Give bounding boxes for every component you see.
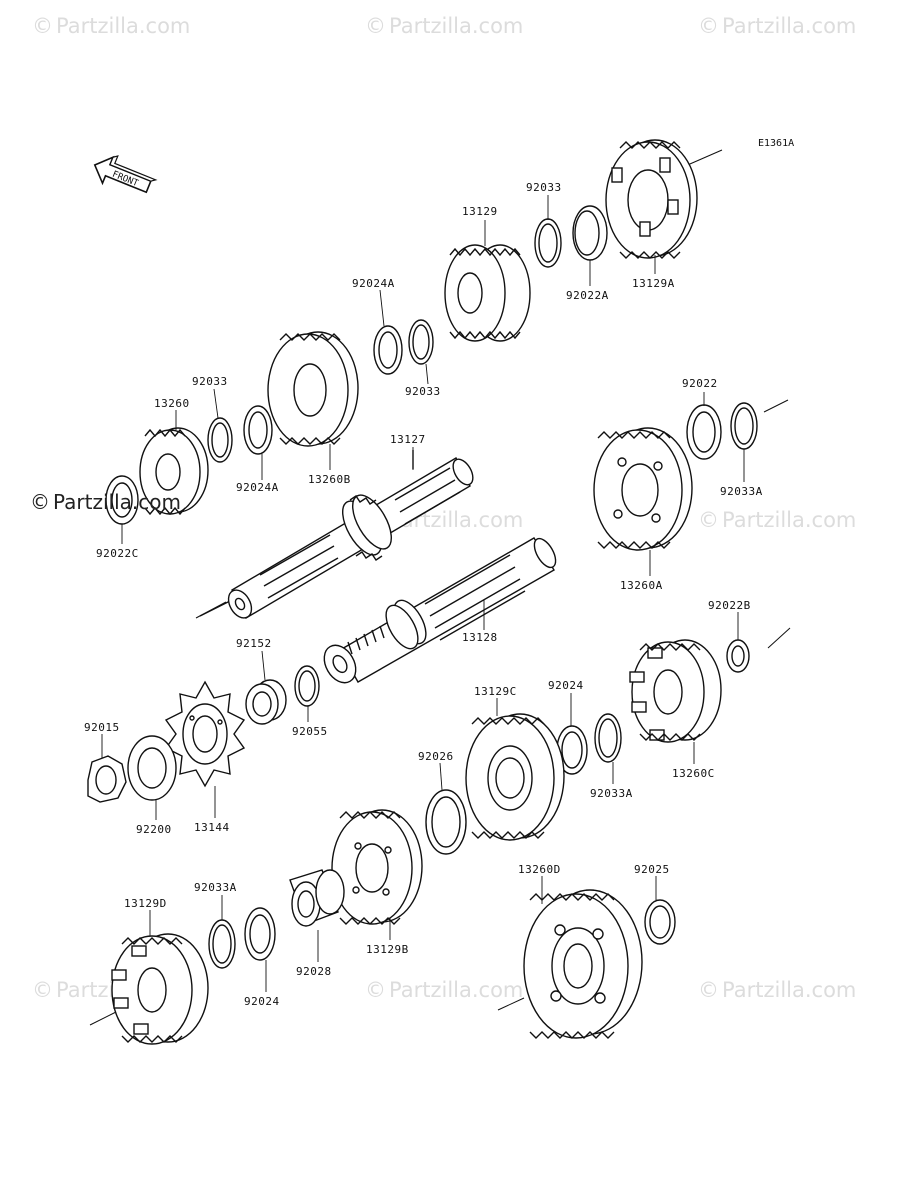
part-label[interactable]: 92033 [192, 375, 228, 388]
part-label[interactable]: 92033 [526, 181, 562, 194]
gear-13260 [139, 427, 209, 516]
part-label[interactable]: 92033A [720, 485, 763, 498]
washer-92025 [644, 899, 676, 945]
part-label[interactable]: 13127 [390, 433, 426, 446]
part-label[interactable]: 92025 [634, 863, 670, 876]
gear-13260A [593, 427, 693, 551]
leader-lines [101, 195, 745, 992]
gear-13260B [267, 331, 359, 447]
gear-13260C [629, 639, 722, 743]
watermark: ©Partzilla.com [365, 978, 524, 1002]
part-label[interactable]: 92200 [136, 823, 172, 836]
washer-92022B [726, 639, 750, 673]
washer-92022C [105, 475, 139, 525]
part-label[interactable]: 92055 [292, 725, 328, 738]
circlip-92033A-right [730, 402, 758, 450]
circlip-92033A-low [208, 919, 236, 969]
watermark: ©Partzilla.com [30, 490, 181, 514]
part-label[interactable]: 13129C [474, 685, 517, 698]
part-label[interactable]: 92152 [236, 637, 272, 650]
gear-13129 [444, 244, 531, 342]
front-arrow-icon: FRONT [93, 155, 158, 194]
part-label[interactable]: 13129 [462, 205, 498, 218]
part-label[interactable]: 92033 [405, 385, 441, 398]
part-label[interactable]: 92033A [194, 881, 237, 894]
circlip-92033-mid [408, 319, 434, 365]
part-label[interactable]: 13129D [124, 897, 167, 910]
part-label[interactable]: 92024A [352, 277, 395, 290]
part-label[interactable]: 92022 [682, 377, 718, 390]
sprocket-13144 [164, 680, 246, 788]
part-label[interactable]: 92033A [590, 787, 633, 800]
collar-92024-low [244, 907, 276, 961]
shaft-13128 [323, 537, 557, 684]
circlip-92033-top [534, 218, 562, 268]
gear-13129C [465, 713, 565, 841]
part-label[interactable]: 92022C [96, 547, 139, 560]
part-label[interactable]: 92024A [236, 481, 279, 494]
watermark: ©Partzilla.com [698, 508, 857, 532]
part-label[interactable]: 92026 [418, 750, 454, 763]
part-label[interactable]: 13128 [462, 631, 498, 644]
watermark: ©Partzilla.com [32, 14, 191, 38]
diagram-code: E1361A [758, 138, 795, 149]
washer-92026 [425, 789, 467, 855]
part-label[interactable]: 13260 [154, 397, 190, 410]
collar-92024A-top [373, 325, 403, 375]
part-label[interactable]: 92028 [296, 965, 332, 978]
part-label[interactable]: 92022B [708, 599, 751, 612]
shaft-13127 [199, 450, 474, 619]
collar-92152 [245, 679, 287, 725]
oring-92055 [294, 665, 320, 707]
part-label[interactable]: 13260C [672, 767, 715, 780]
part-label[interactable]: 92015 [84, 721, 120, 734]
watermark: ©Partzilla.com [365, 14, 524, 38]
part-label[interactable]: 13260D [518, 863, 561, 876]
washer-92200 [127, 735, 177, 801]
gear-13129A [605, 139, 698, 259]
watermark: ©Partzilla.com [698, 14, 857, 38]
part-label[interactable]: 92024 [244, 995, 280, 1008]
circlip-92033-left [207, 417, 233, 463]
part-label[interactable]: 13129A [632, 277, 675, 290]
washer-92022 [686, 404, 722, 460]
bushing-92028 [289, 869, 345, 927]
washer-92022A [572, 205, 608, 261]
part-label[interactable]: 13260A [620, 579, 663, 592]
circlip-92033A-mid [594, 713, 622, 763]
part-label[interactable]: 13144 [194, 821, 230, 834]
part-label[interactable]: 92024 [548, 679, 584, 692]
part-label[interactable]: 13260B [308, 473, 351, 486]
gear-13260D [523, 889, 643, 1039]
watermark: ©Partzilla.com [698, 978, 857, 1002]
part-label[interactable]: 92022A [566, 289, 609, 302]
collar-92024A-left [243, 405, 273, 455]
gear-13129D [111, 933, 209, 1045]
part-label[interactable]: 13129B [366, 943, 409, 956]
gear-13129B [331, 809, 423, 925]
nut-92015 [87, 755, 127, 803]
